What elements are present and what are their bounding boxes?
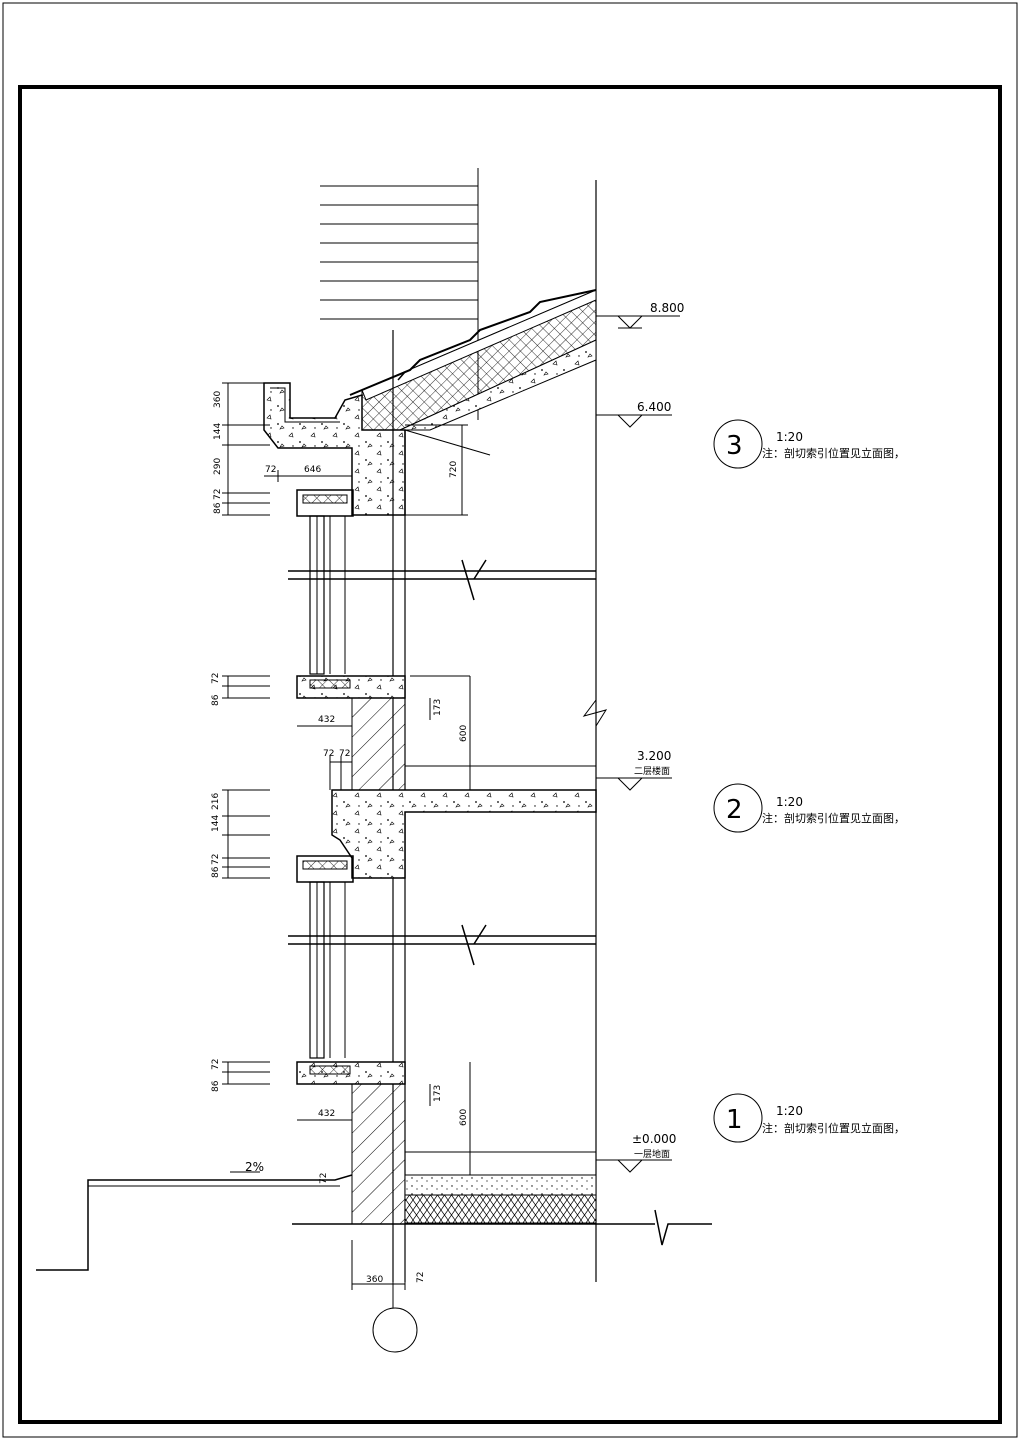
upper-window	[296, 489, 354, 675]
dim-text: 144	[213, 423, 223, 440]
dim-text: 600	[459, 1109, 469, 1126]
detail-callout-2: 2 1:20 注：剖切索引位置见立面图，	[713, 783, 905, 833]
dimension-base	[351, 1240, 406, 1290]
axis-break-mark	[582, 699, 608, 727]
dim-text: 72	[211, 673, 221, 684]
break-lines	[288, 559, 596, 966]
detail-note: 注：剖切索引位置见立面图，	[762, 446, 905, 460]
dim-text: 216	[211, 793, 221, 810]
dimension-chain-eave	[222, 382, 270, 516]
dim-text: 646	[304, 465, 321, 475]
dim-text: 720	[449, 461, 459, 478]
lower-window	[296, 855, 354, 1059]
dimension-chain-floor2	[222, 789, 270, 879]
elevation-marker-6400: 6.400	[596, 400, 672, 428]
dim-text: 86	[211, 1080, 221, 1092]
detail-number: 3	[726, 431, 743, 461]
dim-text: 173	[433, 699, 443, 716]
dimension-chain-sill2	[222, 675, 471, 790]
dim-text: 600	[459, 725, 469, 742]
dim-text: 432	[318, 715, 335, 725]
dim-text: 432	[318, 1109, 335, 1119]
upper-wall-lines	[320, 168, 479, 420]
dimension-eave-horizontal	[264, 470, 352, 482]
dim-text: 72	[211, 854, 221, 865]
elevation-sublabel: 一层地面	[634, 1148, 670, 1160]
dim-text: 360	[213, 391, 223, 408]
detail-callout-1: 1 1:20 注：剖切索引位置见立面图，	[713, 1093, 905, 1143]
slope-label: 2%	[245, 1160, 264, 1174]
exterior-ground	[36, 1171, 353, 1271]
elevation-sublabel: 二层楼面	[634, 765, 670, 777]
dimension-eave-right	[405, 424, 468, 516]
sill-level-1	[296, 1061, 406, 1225]
elevation-marker-0000: ±0.000 一层地面	[596, 1132, 676, 1173]
axis-bubble	[372, 1307, 418, 1353]
dim-text: 290	[213, 458, 223, 475]
elevation-label: 6.400	[637, 400, 671, 414]
sill-level-2	[296, 675, 470, 791]
detail-scale: 1:20	[776, 430, 803, 444]
dim-text: 86	[211, 694, 221, 706]
detail-note: 注：剖切索引位置见立面图，	[762, 811, 905, 825]
dim-text: 360	[366, 1275, 383, 1285]
detail-scale: 1:20	[776, 1104, 803, 1118]
dim-text: 72	[213, 489, 223, 500]
floor-slab-2	[331, 765, 597, 879]
detail-callout-3: 3 1:20 注：剖切索引位置见立面图，	[713, 419, 905, 469]
dim-text: 72	[211, 1059, 221, 1070]
ground-floor-layers	[292, 1151, 712, 1246]
detail-number: 2	[726, 795, 743, 825]
dim-text: 72	[416, 1272, 426, 1283]
dim-text: 86	[213, 502, 223, 514]
eave-beam	[263, 382, 491, 516]
elevation-marker-8800: 8.800	[596, 301, 684, 329]
dim-text: 86	[211, 866, 221, 878]
dimension-chain-sill1	[222, 1061, 471, 1175]
dimension-band	[329, 756, 353, 790]
dim-text: 173	[433, 1085, 443, 1102]
detail-scale: 1:20	[776, 795, 803, 809]
roof-section	[349, 289, 597, 431]
elevation-label: ±0.000	[632, 1132, 676, 1146]
elevation-marker-3200: 3.200 二层楼面	[596, 749, 672, 791]
drawing-frame	[18, 85, 1002, 1424]
detail-note: 注：剖切索引位置见立面图，	[762, 1121, 905, 1135]
dim-text: 72	[319, 1173, 329, 1184]
dim-text: 72	[265, 465, 276, 475]
dim-text: 144	[211, 815, 221, 832]
dim-text: 72	[323, 749, 334, 759]
detail-number: 1	[726, 1105, 743, 1135]
elevation-label: 8.800	[650, 301, 684, 315]
elevation-label: 3.200	[637, 749, 671, 763]
dim-text: 72	[339, 749, 350, 759]
